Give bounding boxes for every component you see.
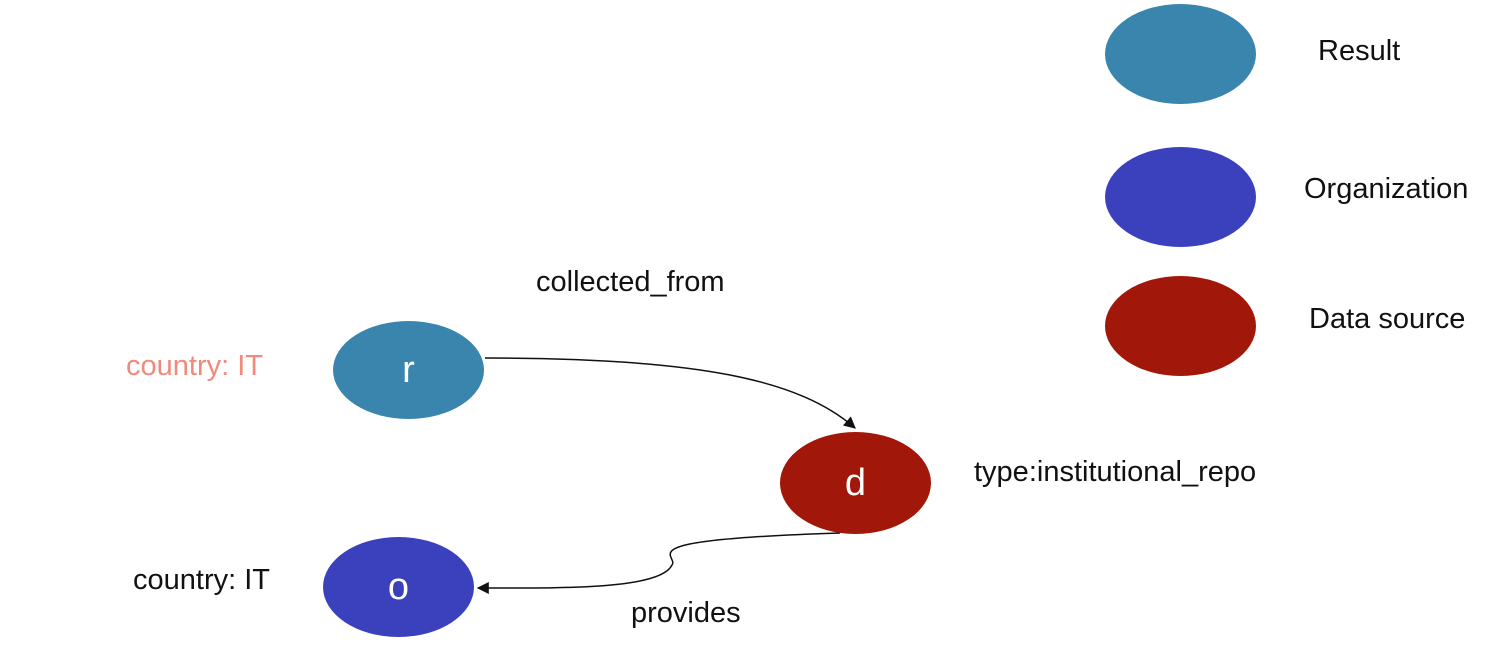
node-d-label: d <box>844 461 867 504</box>
edge-label-provides: provides <box>631 597 741 629</box>
node-r[interactable]: r <box>333 321 484 419</box>
node-o[interactable]: o <box>323 537 474 637</box>
node-o-attribute: country: IT <box>133 564 270 596</box>
legend-organization-label: Organization <box>1304 173 1469 205</box>
node-d[interactable]: d <box>780 432 931 534</box>
node-r-attribute: country: IT <box>126 350 263 382</box>
edge-collected-from <box>484 357 856 429</box>
edge-label-collected-from: collected_from <box>536 266 725 298</box>
node-r-label: r <box>402 348 415 391</box>
node-o-label: o <box>387 565 410 608</box>
legend-organization-swatch <box>1105 147 1256 247</box>
node-d-attribute: type:institutional_repo <box>974 456 1257 488</box>
legend-result-label: Result <box>1318 35 1401 67</box>
edge-provides <box>476 532 841 595</box>
legend-result-swatch <box>1105 4 1256 104</box>
legend-datasource-label: Data source <box>1309 303 1466 335</box>
legend-datasource-swatch <box>1105 276 1256 376</box>
